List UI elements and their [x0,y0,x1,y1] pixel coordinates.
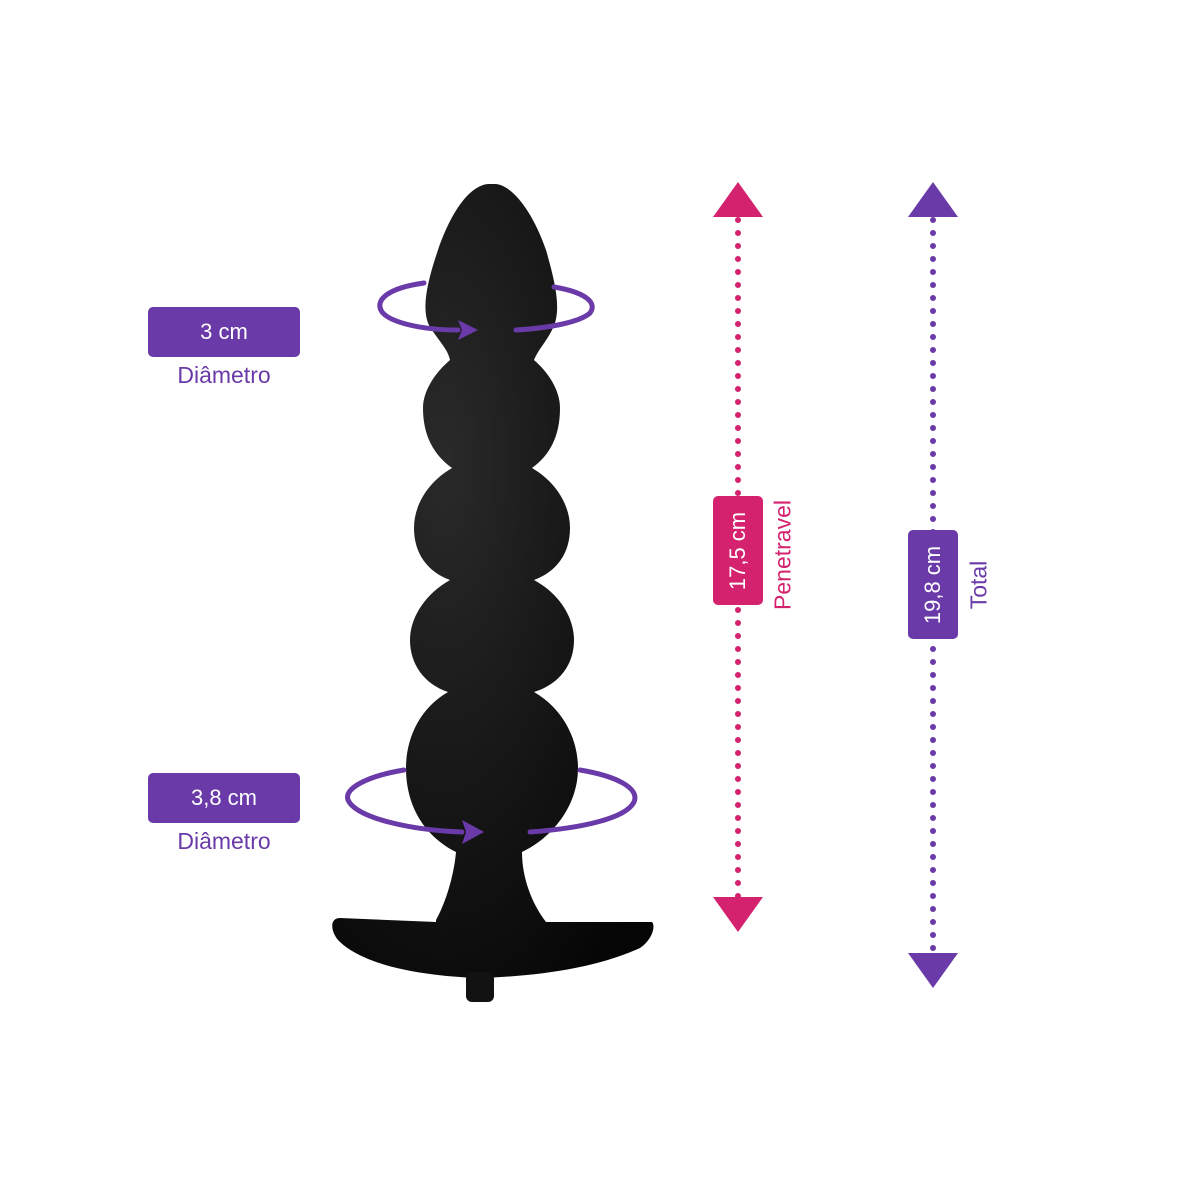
total-arrow-up-icon [908,182,958,217]
bottom-diameter-value: 3,8 cm [148,773,300,823]
top-diameter-caption: Diâmetro [177,362,271,388]
penetrable-arrow-up-icon [713,182,763,217]
bottom-diameter-caption: Diâmetro [177,828,271,854]
penetrable-length-caption: Penetravel [769,500,796,610]
total-length-caption: Total [965,560,992,610]
total-arrow-down-icon [908,953,958,988]
top-diameter-arrow [377,280,595,340]
top-diameter-value: 3 cm [148,307,300,357]
total-length-value: 19,8 cm [908,530,958,639]
bottom-diameter-arrow [345,767,638,844]
button-icon [466,972,494,1002]
product-silhouette [332,184,654,1002]
penetrable-length-value: 17,5 cm [713,496,763,605]
penetrable-arrow-down-icon [713,897,763,932]
total-length-arrow [908,182,958,988]
